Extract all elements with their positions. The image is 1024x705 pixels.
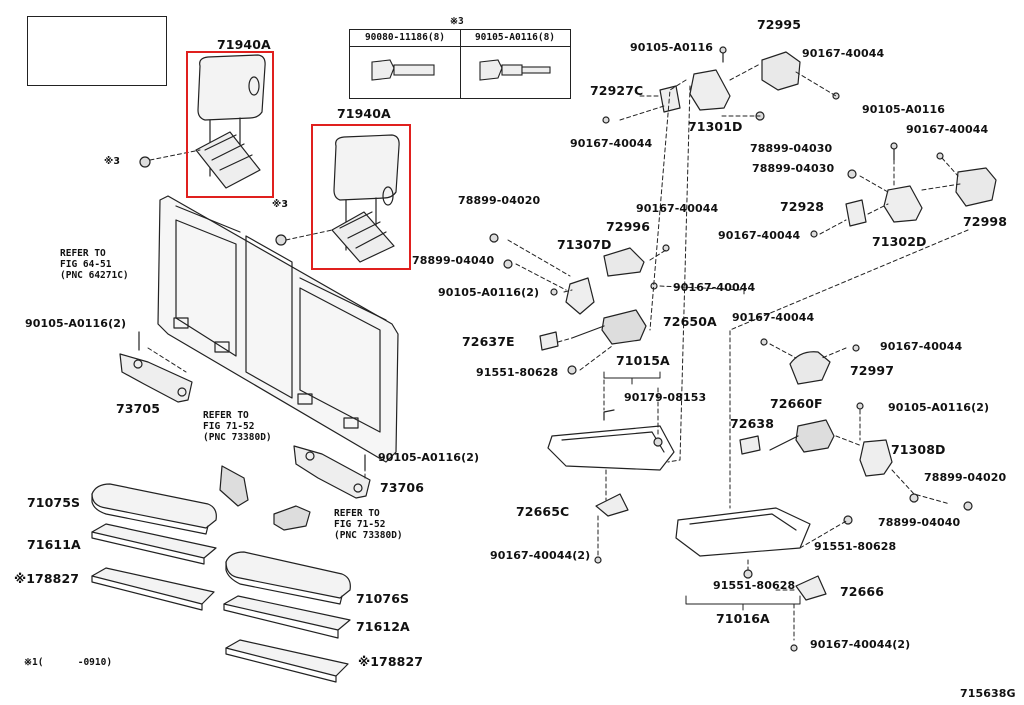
part-label-71611a: 71611A (27, 537, 81, 552)
highlight-box-headrest-2 (311, 124, 411, 270)
part-label-90167-d: 90167-40044 (718, 229, 801, 242)
part-label-90167-h: 90167-40044 (732, 311, 815, 324)
part-label-71015a: 71015A (616, 353, 670, 368)
headrest-drawing-2 (331, 134, 400, 263)
part-label-90105-top: 90105-A0116 (630, 41, 714, 54)
refer-note-line: FIG 71-52 (203, 421, 255, 432)
part-label-72650a: 72650A (663, 314, 717, 329)
part-label-90179: 90179-08153 (624, 391, 707, 404)
part-label-72997: 72997 (850, 363, 894, 378)
part-label-78899-04030-b: 78899-04030 (752, 162, 835, 175)
seat-layout-thumbnail (27, 16, 167, 86)
fastener-table: 90080-11186(8) 90105-A0116(8) (349, 29, 571, 99)
part-label-90105-mid: 90105-A0116(2) (378, 451, 480, 464)
part-label-90167-c: 90167-40044 (906, 123, 989, 136)
part-label-71301d: 71301D (688, 119, 743, 134)
part-label-71612a: 71612A (356, 619, 410, 634)
part-label-90105-c: 90105-A0116(2) (438, 286, 540, 299)
belt-buckle-drawings (219, 465, 311, 531)
part-label-91551-a: 91551-80628 (476, 366, 559, 379)
part-label-71075s: 71075S (27, 495, 81, 510)
part-label-72666: 72666 (840, 584, 884, 599)
refer-note-fig-71-52-a: REFER TO FIG 71-52 (PNC 73380D) (203, 410, 272, 443)
seat-back-drawing (157, 195, 399, 463)
part-label-71307d: 71307D (557, 237, 612, 252)
part-label-78899-04030-a: 78899-04030 (750, 142, 833, 155)
part-label-71940a-1: 71940A (217, 37, 271, 52)
refer-note-line: REFER TO (60, 248, 106, 259)
part-label-72995: 72995 (757, 17, 801, 32)
part-label-72996: 72996 (606, 219, 650, 234)
refer-note-line: FIG 71-52 (334, 519, 386, 530)
table-mark: ※3 (450, 16, 464, 27)
fastener-drawings (139, 46, 973, 652)
footnote: ※1( -0910) (24, 657, 112, 668)
refer-note-line: REFER TO (334, 508, 380, 519)
part-label-71076s: 71076S (356, 591, 410, 606)
table-header-col-1: 90080-11186(8) (350, 30, 460, 47)
part-label-71302d: 71302D (872, 234, 927, 249)
part-label-90167-a: 90167-40044 (570, 137, 653, 150)
part-label-90105-left: 90105-A0116(2) (25, 317, 127, 330)
cushion-stack-right-drawing (223, 551, 351, 683)
refer-note-line: (PNC 64271C) (60, 270, 129, 281)
part-label-91551-c: 91551-80628 (713, 579, 796, 592)
headrest-drawing-1 (195, 54, 266, 189)
highlight-box-headrest-1 (186, 51, 274, 198)
refer-note-fig-71-52-b: REFER TO FIG 71-52 (PNC 73380D) (334, 508, 403, 541)
part-label-72660f: 72660F (770, 396, 823, 411)
part-label-78899-04040-a: 78899-04040 (412, 254, 495, 267)
figure-code: 715638G (960, 687, 1016, 700)
part-label-90167-b: 90167-40044 (802, 47, 885, 60)
part-label-72665c: 72665C (516, 504, 570, 519)
table-bolt-drawings (371, 59, 551, 81)
refer-note-fig-64-51: REFER TO FIG 64-51 (PNC 64271C) (60, 248, 129, 281)
part-label-72637e: 72637E (462, 334, 515, 349)
part-label-90167-g: 90167-40044(2) (490, 549, 591, 562)
table-header-col-2: 90105-A0116(8) (460, 30, 570, 47)
part-label-78899-04040-b: 78899-04040 (878, 516, 961, 529)
part-label-90167-i: 90167-40044 (880, 340, 963, 353)
hinge-73706-drawing (293, 445, 371, 499)
part-label-72927c: 72927C (590, 83, 644, 98)
refer-note-line: (PNC 73380D) (203, 432, 272, 443)
footnote-mark: ※1 (24, 657, 38, 668)
part-label-90105-d: 90105-A0116(2) (888, 401, 990, 414)
refer-note-line: FIG 64-51 (60, 259, 112, 270)
part-label-73705: 73705 (116, 401, 160, 416)
part-label-71016a: 71016A (716, 611, 770, 626)
part-label-star3-b: ※3 (272, 199, 289, 210)
mechanism-drawings (539, 51, 997, 601)
part-label-star3-a: ※3 (104, 156, 121, 167)
part-label-71940a-2: 71940A (337, 106, 391, 121)
part-label-72928: 72928 (780, 199, 824, 214)
part-label-78899-04020-b: 78899-04020 (924, 471, 1007, 484)
part-label-90167-j: 90167-40044(2) (810, 638, 911, 651)
part-label-78827-right: ※178827 (358, 654, 424, 669)
part-label-78899-04020-a: 78899-04020 (458, 194, 541, 207)
group-brackets (603, 371, 801, 611)
part-label-78827-left: ※178827 (14, 571, 80, 586)
hinge-73705-drawing (119, 331, 193, 403)
part-label-72998: 72998 (963, 214, 1007, 229)
part-label-71308d: 71308D (891, 442, 946, 457)
part-label-90105-right: 90105-A0116 (862, 103, 946, 116)
refer-note-line: (PNC 73380D) (334, 530, 403, 541)
part-label-90167-f: 90167-40044 (673, 281, 756, 294)
footnote-range: ( -0910) (37, 657, 113, 668)
cushion-stack-left-drawing (91, 483, 217, 611)
table-divider (460, 30, 461, 98)
part-label-73706: 73706 (380, 480, 424, 495)
part-label-90167-e: 90167-40044 (636, 202, 719, 215)
part-label-72638: 72638 (730, 416, 774, 431)
part-label-91551-b: 91551-80628 (814, 540, 897, 553)
leader-lines (138, 63, 969, 641)
refer-note-line: REFER TO (203, 410, 249, 421)
